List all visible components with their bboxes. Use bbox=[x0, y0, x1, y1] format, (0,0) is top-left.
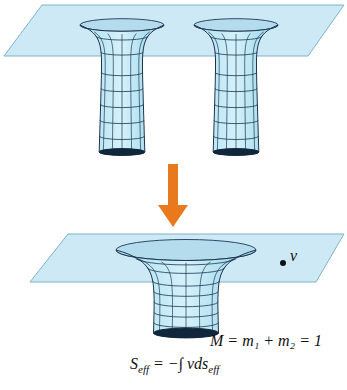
funnel-body bbox=[116, 250, 256, 337]
grid-meridian bbox=[131, 34, 137, 155]
point-label: ν bbox=[290, 246, 297, 265]
grid-meridian bbox=[186, 263, 187, 337]
point-dot bbox=[280, 260, 286, 266]
funnels bbox=[80, 19, 278, 338]
symbol: S bbox=[130, 354, 138, 373]
grid-meridian bbox=[212, 259, 233, 335]
orange-arrow bbox=[158, 164, 188, 227]
funnel-bottom bbox=[99, 149, 145, 156]
grid-meridian bbox=[245, 34, 251, 155]
grid-meridian bbox=[108, 34, 114, 155]
grid-meridian bbox=[236, 34, 237, 154]
funnel-bottom bbox=[213, 149, 259, 156]
grid-meridian bbox=[122, 34, 123, 154]
action-equation: Seff= −∫ νdseff bbox=[130, 354, 219, 373]
grid-meridian bbox=[222, 34, 228, 155]
grid-meridian bbox=[208, 32, 219, 153]
symbol: = −∫ νds bbox=[153, 354, 208, 373]
subscript: eff bbox=[208, 363, 219, 376]
grid-meridian bbox=[200, 262, 211, 337]
subscript: eff bbox=[138, 363, 149, 376]
funnel-body bbox=[194, 25, 278, 155]
grid-meridian bbox=[162, 262, 173, 337]
mass-equation: M = m₁ + m₂ = 1 bbox=[210, 331, 322, 350]
funnel-body bbox=[80, 25, 164, 155]
top-plane bbox=[4, 5, 344, 56]
grid-meridian bbox=[139, 259, 160, 335]
grid-meridian bbox=[253, 32, 264, 153]
funnel-bottom bbox=[153, 328, 218, 338]
grid-meridian bbox=[139, 32, 150, 153]
grid-meridian bbox=[94, 32, 105, 153]
